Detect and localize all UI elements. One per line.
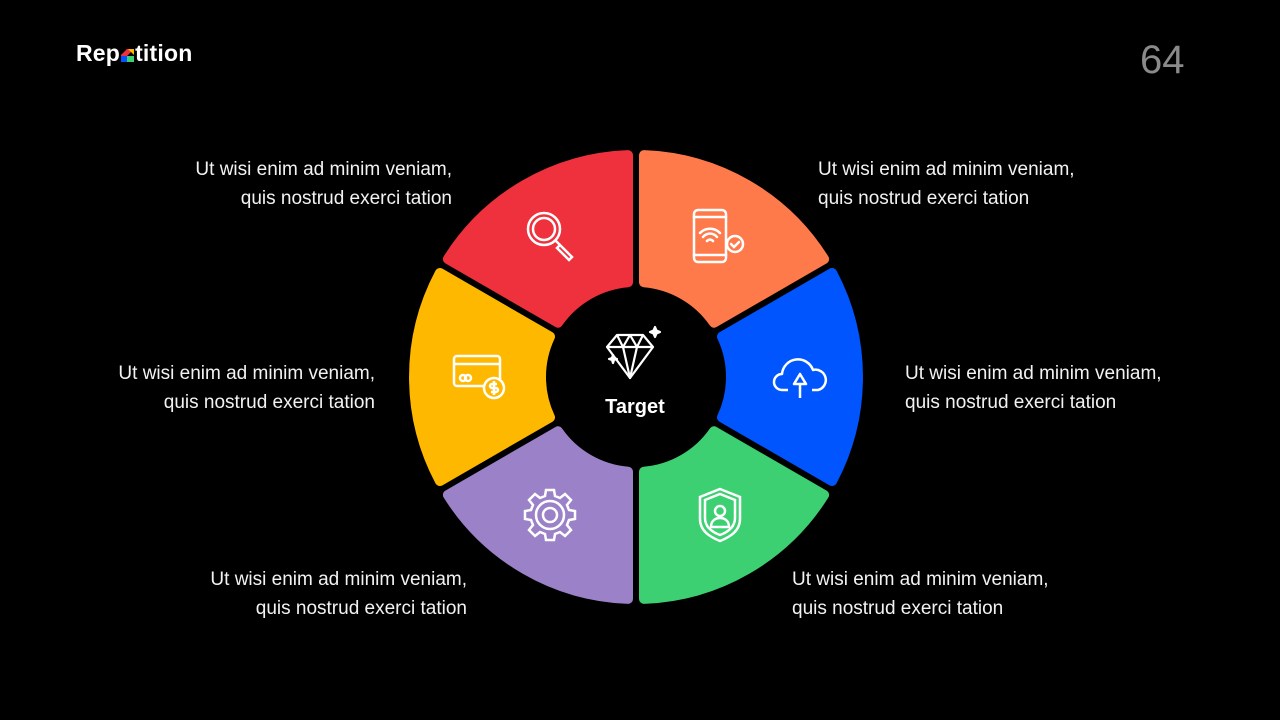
logo-text-end: tition [135, 40, 193, 66]
logo-text-start: Rep [76, 40, 121, 66]
cloud-upload-icon [770, 350, 830, 410]
shield-user-icon [690, 485, 750, 545]
segment-6 [409, 268, 555, 486]
logo-mark-icon [121, 41, 135, 62]
brand-logo: Rep tition [76, 40, 192, 67]
segment-6-text: Ut wisi enim ad minim veniam, quis nostru… [118, 359, 375, 417]
text-line: Ut wisi enim ad minim veniam, [195, 159, 452, 180]
text-line: quis nostrud exerci tation [905, 392, 1117, 413]
text-line: Ut wisi enim ad minim veniam, [905, 363, 1162, 384]
text-line: quis nostrud exerci tation [792, 598, 1004, 619]
segment-5 [442, 426, 633, 604]
text-line: Ut wisi enim ad minim veniam, [210, 569, 467, 590]
credit-card-dollar-icon [450, 350, 510, 410]
text-line: Ut wisi enim ad minim veniam, [792, 569, 1049, 590]
text-line: quis nostrud exerci tation [240, 188, 452, 209]
center-label: Target [605, 396, 665, 418]
smartphone-wifi-check-icon [688, 207, 748, 267]
page-number: 64 [1140, 38, 1185, 82]
text-line: Ut wisi enim ad minim veniam, [818, 159, 1075, 180]
segment-5-text: Ut wisi enim ad minim veniam, quis nostru… [210, 565, 467, 623]
text-line: quis nostrud exerci tation [163, 392, 375, 413]
segment-1-text: Ut wisi enim ad minim veniam, quis nostru… [195, 155, 452, 213]
segment-2-text: Ut wisi enim ad minim veniam, quis nostru… [818, 155, 1075, 213]
segment-3-text: Ut wisi enim ad minim veniam, quis nostru… [905, 359, 1162, 417]
segment-3 [717, 268, 863, 486]
gear-icon [520, 485, 580, 545]
segment-4-text: Ut wisi enim ad minim veniam, quis nostru… [792, 565, 1049, 623]
text-line: quis nostrud exerci tation [255, 598, 467, 619]
text-line: quis nostrud exerci tation [818, 188, 1030, 209]
diamond-icon [605, 325, 665, 385]
magnifier-icon [520, 205, 580, 265]
text-line: Ut wisi enim ad minim veniam, [118, 363, 375, 384]
